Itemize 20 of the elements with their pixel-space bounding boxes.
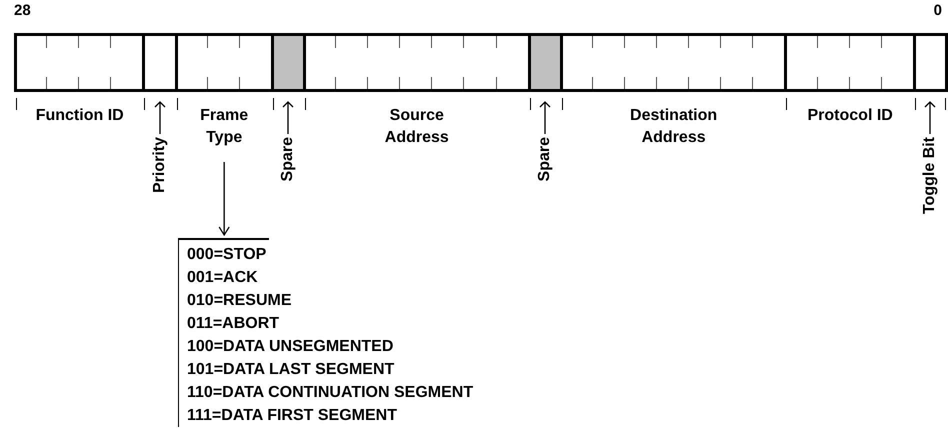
field-label: Frame Type [199, 106, 250, 148]
code-value-text: 001=ACK [187, 268, 259, 288]
field-label: Spare [280, 137, 296, 182]
bit-number: 0 [934, 3, 942, 18]
field-label: Spare [537, 137, 554, 182]
code-value-text: 000=STOP [187, 245, 268, 265]
field-label: Toggle Bit [922, 137, 938, 214]
field-label: Source Address [384, 106, 450, 148]
code-value-text: 111=DATA FIRST SEGMENT [187, 406, 398, 426]
field-label: Priority [152, 137, 168, 194]
code-value-text: 110=DATA CONTINUATION SEGMENT [187, 383, 474, 403]
arrow [218, 162, 230, 236]
bit-number: 28 [14, 3, 31, 18]
field-label: Destination Address [629, 106, 718, 148]
code-value-text: 010=RESUME [187, 291, 292, 311]
code-value-text: 101=DATA LAST SEGMENT [187, 360, 396, 380]
code-value-text: 011=ABORT [187, 314, 280, 334]
field-label: Function ID [34, 106, 125, 126]
field-label: Protocol ID [806, 106, 894, 126]
code-value-text: 100=DATA UNSEGMENTED [187, 337, 394, 357]
